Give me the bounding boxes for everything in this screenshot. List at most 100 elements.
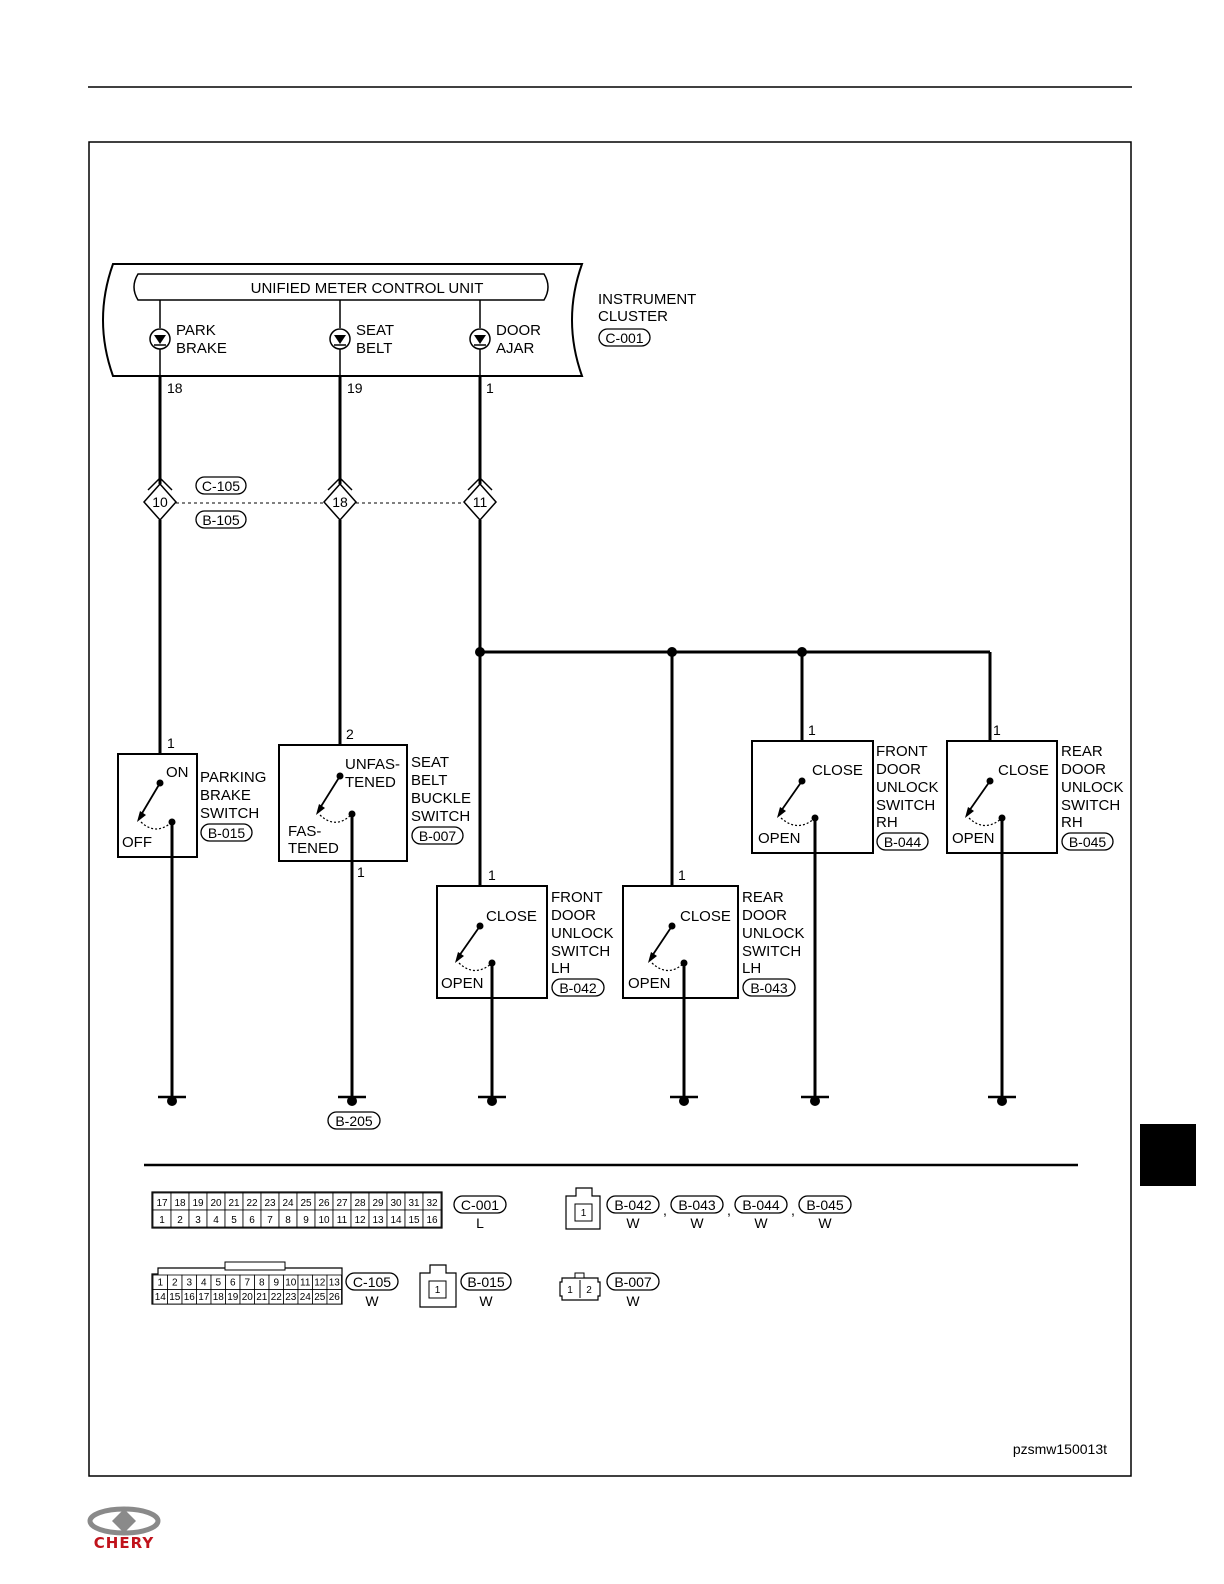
connector-id: B-042 [614,1197,652,1213]
switch-name: SWITCH [876,797,935,814]
splice-dot [475,647,485,657]
connector-id: B-007 [614,1274,652,1290]
inline-pin: 11 [473,494,488,510]
connector-pin: 21 [228,1198,240,1209]
connector-color: W [479,1293,493,1309]
connector-pin: 25 [300,1198,312,1209]
connector-pin: 1 [567,1285,573,1296]
wires: 18 19 1 [158,376,992,886]
connector-pin: 20 [210,1198,222,1209]
switch-state: OPEN [758,830,801,847]
connector-color: W [626,1215,640,1231]
ground-icon [801,1095,829,1106]
switch-state: FAS- [288,823,321,840]
ground-icon [988,1095,1016,1106]
connector-pin: 15 [408,1215,420,1226]
switch-state: OFF [122,834,152,851]
indicator-park-brake: PARK BRAKE [149,300,227,376]
connector-pin: 20 [242,1292,254,1303]
pin-number: 1 [678,867,686,883]
switch-connector-id: B-043 [750,980,788,996]
inline-pin: 10 [152,494,168,510]
connector-pin: 12 [314,1278,326,1289]
connector-pin: 2 [586,1285,592,1296]
connector-pin: 1 [157,1278,163,1289]
rear-door-switch-rh: 1 CLOSE OPEN REAR DOOR UNLOCK SWITCH RH … [946,722,1124,1097]
connector-pin: 16 [184,1292,196,1303]
pin-number: 19 [347,380,363,396]
connector-pin: 28 [354,1198,366,1209]
connector-badge [195,476,247,495]
connector-pin: 10 [285,1278,297,1289]
switch-state: CLOSE [998,762,1049,779]
connector-pin: 32 [426,1198,438,1209]
connector-view-b015: 1 B-015 W [419,1264,512,1309]
diagram-frame [88,141,1132,1477]
connector-badge [460,1272,512,1291]
connector-id: C-001 [461,1197,499,1213]
switch-name: DOOR [742,907,787,924]
switch-name: RH [876,814,898,831]
connector-pin: 19 [227,1292,239,1303]
connector-pin: 31 [408,1198,420,1209]
front-door-switch-lh: 1 CLOSE OPEN FRONT DOOR UNLOCK SWITCH LH… [436,867,614,1097]
ground-icon [158,1095,186,1106]
switch-state: TENED [345,774,396,791]
pin-number: 1 [993,722,1001,738]
ground-icon [338,1095,366,1106]
switch-state: OPEN [952,830,995,847]
separator: , [727,1202,731,1218]
connector-pin: 7 [244,1278,250,1289]
indicator-label: BELT [356,340,392,357]
indicator-label: SEAT [356,322,394,339]
connector-pin: 30 [390,1198,402,1209]
connector-badge [345,1272,399,1291]
connector-pin: 26 [318,1198,330,1209]
connector-badge [798,1195,852,1214]
inline-upper-id: C-105 [202,478,240,494]
connector-pin: 25 [314,1292,326,1303]
connector-pin: 1 [159,1215,165,1226]
connector-pin: 17 [156,1198,168,1209]
connector-pin: 7 [267,1215,273,1226]
indicator-label: AJAR [496,340,535,357]
connector-pin: 2 [172,1278,178,1289]
switch-name: REAR [742,889,784,906]
pin-number: 1 [357,864,365,880]
connector-badge [742,978,796,997]
connector-id: B-045 [806,1197,844,1213]
connector-pin: 11 [300,1278,311,1289]
switch-name: LH [551,960,570,977]
connector-color: W [690,1215,704,1231]
pin-number: 1 [167,735,175,751]
connector-badge [327,1111,381,1130]
connector-pin: 19 [192,1198,204,1209]
pin-number: 2 [346,726,354,742]
connector-pin: 8 [285,1215,291,1226]
cluster-label: INSTRUMENT [598,291,696,308]
brand-name: CHERY [94,1534,155,1552]
connector-badge [670,1195,724,1214]
section-tab [1140,1124,1196,1186]
switch-connector-id: B-044 [884,834,922,850]
switch-connector-id: B-045 [1069,834,1107,850]
switch-state: TENED [288,840,339,857]
switch-name: BRAKE [200,787,251,804]
cluster-connector-id: C-001 [605,330,643,346]
connector-badge [606,1195,660,1214]
cluster-label: CLUSTER [598,308,668,325]
connector-cell [326,1289,342,1305]
connector-pin: 24 [282,1198,294,1209]
connector-badge [453,1195,507,1214]
connector-id: B-044 [742,1197,780,1213]
connector-pin: 24 [300,1292,312,1303]
connector-pin: 13 [329,1278,341,1289]
connector-color: W [365,1293,379,1309]
switch-connector-id: B-015 [208,825,246,841]
switch-state: ON [166,764,189,781]
control-unit-title: UNIFIED METER CONTROL UNIT [251,280,484,297]
connector-view-b007: 1 2 B-007 W [559,1272,660,1309]
ground-icon [478,1095,506,1106]
instrument-cluster: UNIFIED METER CONTROL UNIT PARK BRAKE SE… [102,263,696,377]
switch-name: LH [742,960,761,977]
